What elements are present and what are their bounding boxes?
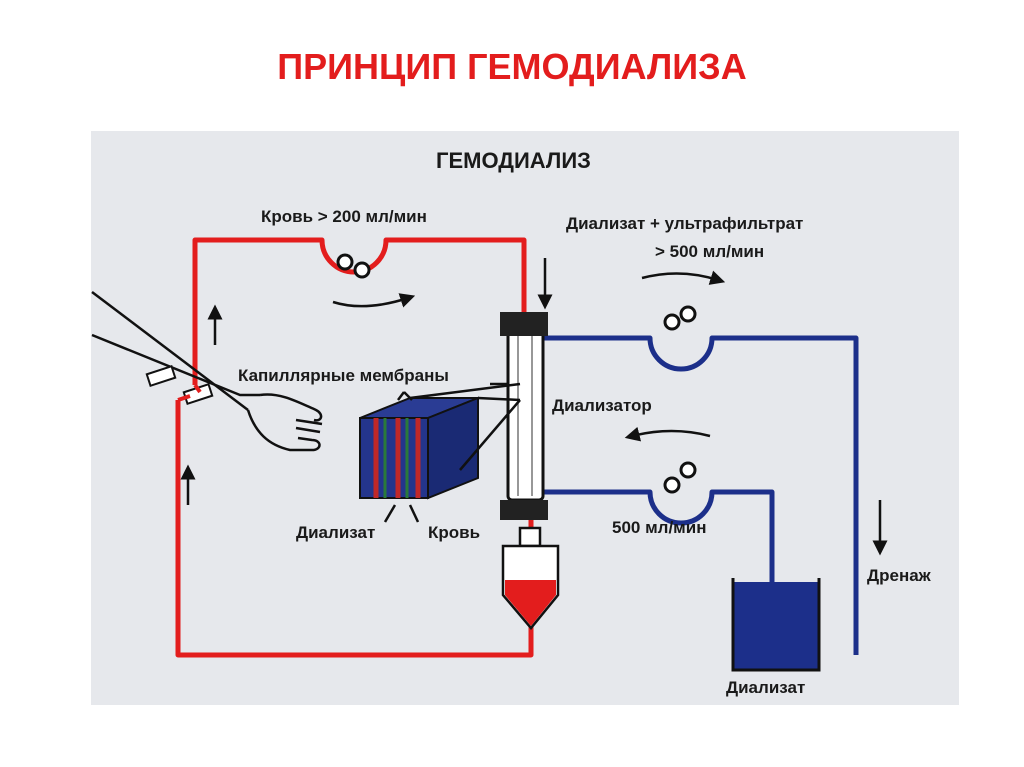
dialysate-circuit-line	[543, 335, 859, 670]
patient-arm	[91, 291, 323, 452]
dialysate-tank	[731, 578, 821, 672]
dialysate-in-flow-label: 500 мл/мин	[612, 518, 707, 537]
diagram-heading: ГЕМОДИАЛИЗ	[436, 148, 591, 173]
blood-flow-label: Кровь > 200 мл/мин	[261, 207, 427, 226]
flow-arrows	[180, 258, 888, 556]
dialysate-out-pump	[663, 305, 697, 331]
blood-chamber	[501, 526, 560, 630]
slide-title: ПРИНЦИП ГЕМОДИАЛИЗА	[277, 46, 747, 87]
membrane-dialysate-label: Диализат	[296, 523, 376, 542]
dialysate-out-label-line1: Диализат + ультрафильтрат	[566, 214, 804, 233]
dialysate-in-pump	[663, 461, 697, 494]
drainage-label: Дренаж	[867, 566, 931, 585]
capillary-membrane-block	[359, 396, 479, 500]
capillary-membranes-label: Капиллярные мембраны	[238, 366, 449, 385]
membrane-blood-label: Кровь	[428, 523, 481, 542]
dialysate-out-label-line2: > 500 мл/мин	[655, 242, 765, 261]
blood-pump	[336, 253, 371, 279]
zoom-lines	[383, 382, 521, 523]
dialyzer	[500, 312, 548, 520]
arm-cannulas	[145, 365, 214, 405]
dialysate-tank-label: Диализат	[726, 678, 806, 697]
dialyzer-label: Диализатор	[552, 396, 652, 415]
